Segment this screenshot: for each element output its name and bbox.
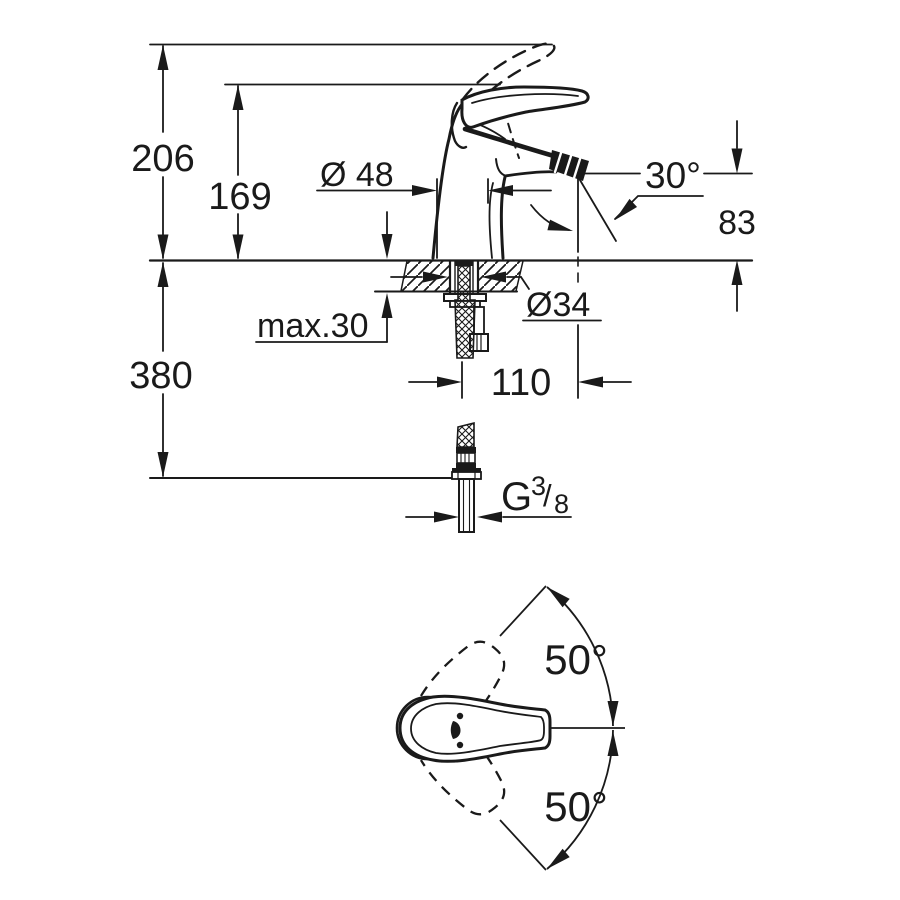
swivel-limit-line-down xyxy=(499,819,547,871)
handle-swivel-down-dashed xyxy=(419,725,506,816)
handle-swivel-up-dashed xyxy=(419,640,506,731)
handle-logo-mark xyxy=(450,721,461,739)
shank-thread xyxy=(455,261,473,266)
spout-angle-value: 30° xyxy=(645,155,701,196)
dim-outlet-height: 83 xyxy=(718,120,756,312)
hose-length-value: 380 xyxy=(129,355,192,397)
hole-diameter-value: Ø34 xyxy=(526,286,590,324)
dim-spout-projection: 110 xyxy=(408,362,632,404)
body-diameter-value: Ø 48 xyxy=(320,156,394,194)
side-view: 206 169 380 Ø 48 xyxy=(129,42,756,533)
thread-denominator: 8 xyxy=(554,489,569,519)
handle-dot-top xyxy=(456,712,464,720)
bottom-view: 50° 50° xyxy=(395,582,625,874)
handle-dot-bottom xyxy=(456,741,464,749)
swivel-down-value: 50° xyxy=(544,783,608,830)
raised-handle-dashed xyxy=(461,42,556,106)
spout-projection-value: 110 xyxy=(491,362,552,404)
thread-prefix: G xyxy=(501,475,532,519)
dim-body-diameter: Ø 48 xyxy=(316,156,552,196)
hose-upper-braid xyxy=(454,265,476,359)
hose-nut xyxy=(451,468,482,480)
handle-height-value: 169 xyxy=(208,176,271,218)
dim-counter-thickness: max.30 xyxy=(255,211,393,345)
dim-overall-height: 206 xyxy=(131,45,195,260)
hose-tube xyxy=(458,478,475,533)
hose-lower-braid xyxy=(456,421,475,448)
thread-numerator: 3 xyxy=(531,471,546,501)
swivel-up-value: 50° xyxy=(544,636,608,683)
dim-thread: G 3 / 8 xyxy=(405,471,572,523)
faucet-side-outline xyxy=(431,42,590,260)
thread-slash: / xyxy=(543,478,552,513)
counter-thickness-value: max.30 xyxy=(257,307,369,345)
swivel-limit-line-up xyxy=(499,585,547,637)
handle-side xyxy=(460,85,590,129)
supply-hose xyxy=(451,265,482,533)
aerator xyxy=(549,150,589,181)
dim-handle-height: 169 xyxy=(208,85,272,260)
handle-top-view xyxy=(398,694,552,763)
overall-height-value: 206 xyxy=(131,138,194,180)
dim-hose-length: 380 xyxy=(129,262,193,477)
outlet-height-value: 83 xyxy=(718,204,756,242)
spout-angle-annotation: 30° xyxy=(530,155,704,242)
